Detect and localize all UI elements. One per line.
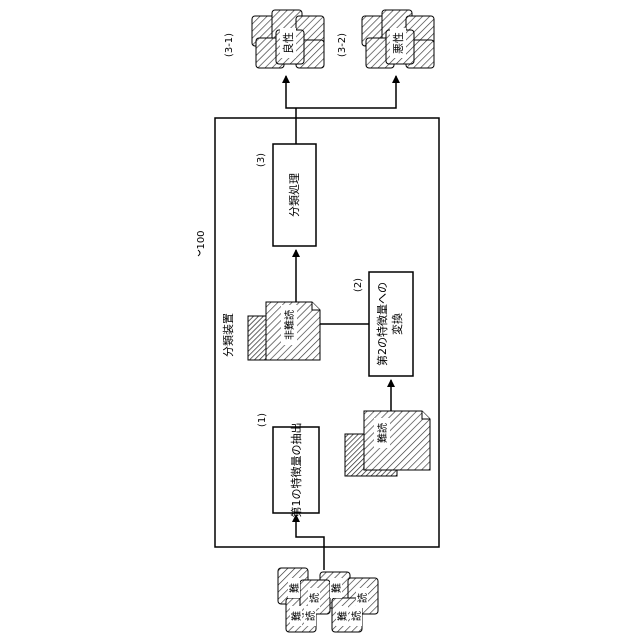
device-label: 分類装置 <box>222 313 235 357</box>
obfuscated-doc-stack: 難 難読 <box>345 411 430 476</box>
arrow-input-to-step1 <box>296 515 324 570</box>
input-char-c: 難 <box>330 583 343 593</box>
input-doc-cluster: 難 読 難 読 難 読 難 読 <box>278 568 378 632</box>
step2-ref: (2) <box>353 278 364 292</box>
device-ref: 100 <box>196 230 207 249</box>
device-ref-tick <box>198 250 200 256</box>
input-char-f: 読 <box>304 611 317 621</box>
input-char-h: 読 <box>350 611 363 621</box>
step1-ref: (1) <box>257 413 268 427</box>
benign-label: 良性 <box>281 32 295 54</box>
doc-front <box>364 411 430 470</box>
arrow-step3-to-outputs <box>286 78 396 144</box>
step3-ref: (3) <box>256 153 267 167</box>
benign-ref: (3-1) <box>224 33 235 57</box>
step2-label-line1: 第2の特徴量への <box>375 282 389 366</box>
input-char-b: 読 <box>308 593 321 603</box>
doc-front-text: 難読 <box>376 423 389 443</box>
malicious-output-cluster: 悪性 <box>362 10 434 68</box>
benign-output-cluster: 良性 <box>252 10 324 68</box>
doc-fold <box>422 411 430 419</box>
input-char-e: 難 <box>290 611 303 621</box>
feat2-doc-fold <box>312 302 320 310</box>
feat2-front-text: 非難読 <box>283 310 296 340</box>
input-char-a: 難 <box>288 583 301 593</box>
step2-label-line2: 変換 <box>390 313 404 335</box>
malicious-label: 悪性 <box>391 32 405 54</box>
malicious-ref: (3-2) <box>337 33 348 57</box>
input-char-g: 難 <box>336 611 349 621</box>
input-char-d: 読 <box>356 593 369 603</box>
feature2-doc-stack: 非 非難読 <box>248 302 320 360</box>
step3-label: 分類処理 <box>288 173 301 217</box>
step1-label: 第1の特徴量の抽出 <box>289 423 303 518</box>
